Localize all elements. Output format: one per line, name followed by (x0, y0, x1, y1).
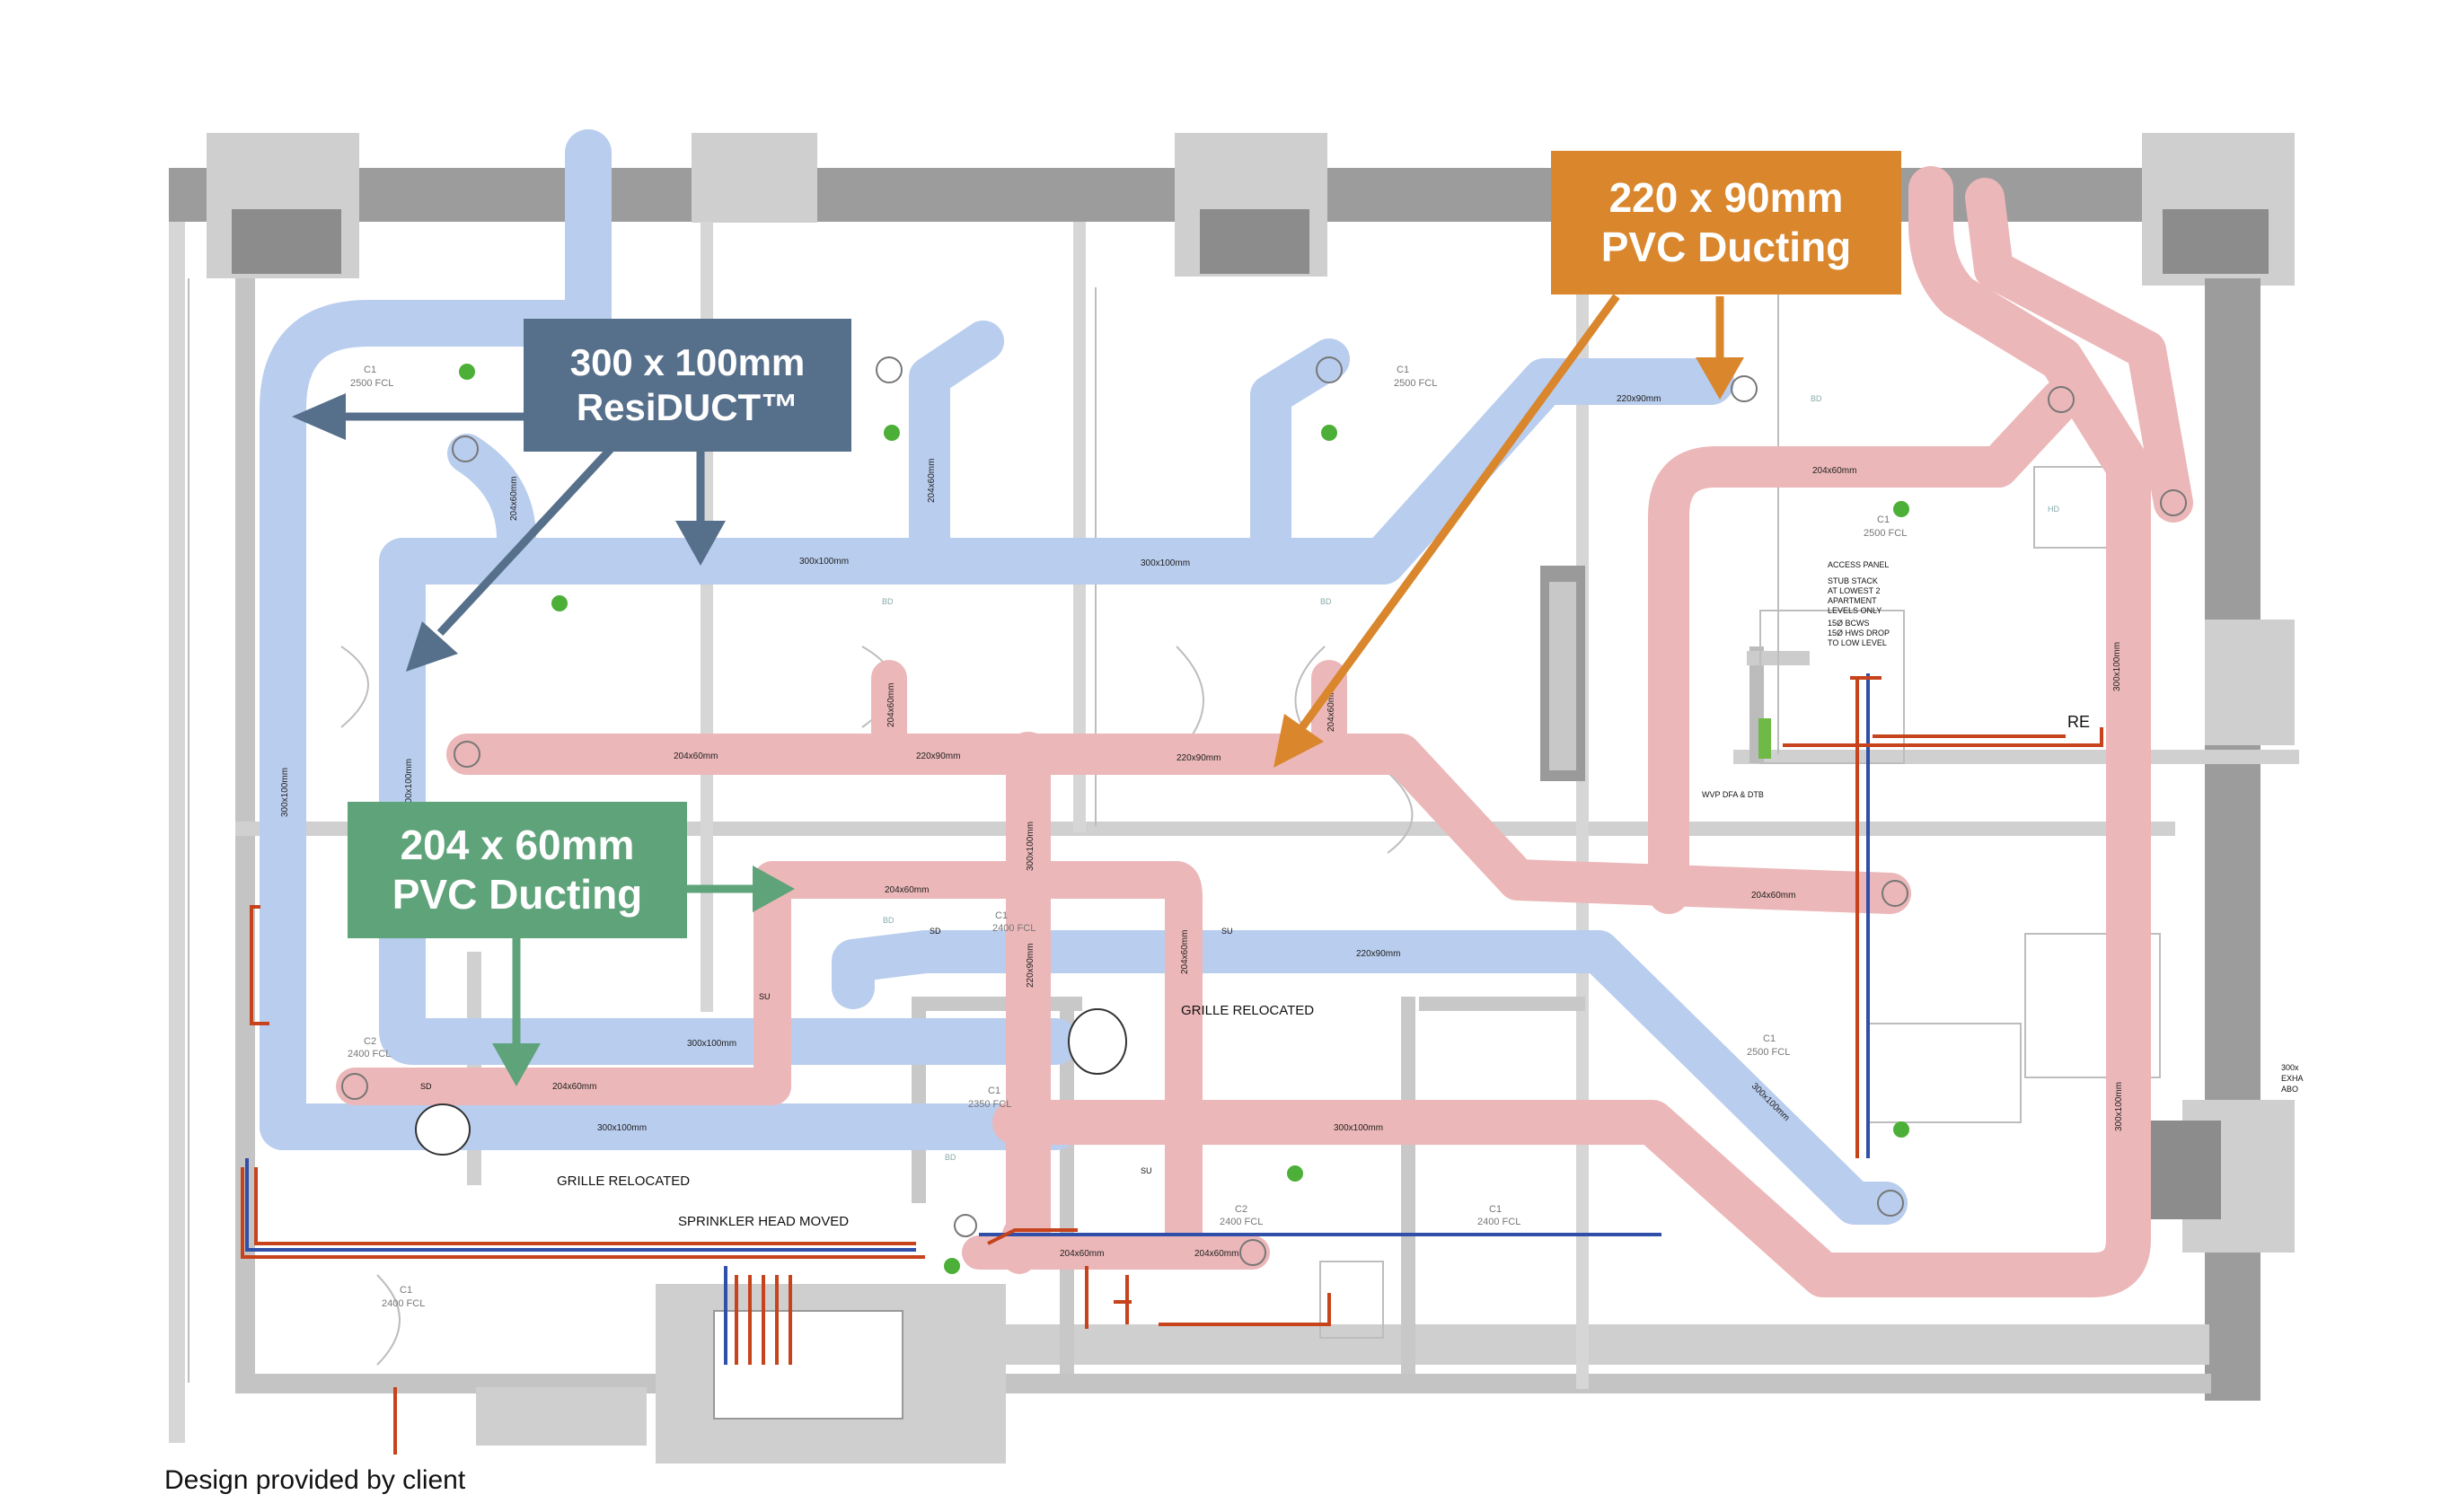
note-stub-line: AT LOWEST 2 (1828, 586, 1881, 595)
duct-label: 300x100mm (404, 759, 414, 808)
note-su: SU (1221, 927, 1233, 936)
revision-clouds (415, 1008, 1127, 1156)
duct-label: 204x60mm (1751, 891, 1795, 901)
duct-label: 300x100mm (1334, 1123, 1383, 1133)
room-tag: C1 (1763, 1033, 1776, 1044)
callout-pvc-220: 220 x 90mm PVC Ducting (1551, 151, 1901, 294)
extract-ducts (336, 166, 2193, 1297)
note-sd: SD (420, 1082, 432, 1091)
room-tag: 2400 FCL (1220, 1217, 1263, 1227)
duct-label: 220x90mm (1356, 949, 1400, 959)
callout-residuct: 300 x 100mm ResiDUCT™ (524, 319, 851, 452)
room-tag: C1 (988, 1086, 1000, 1096)
supply-ducts-300x100 (260, 129, 1908, 1225)
note-exhaust: 300x (2281, 1063, 2299, 1072)
room-tag: C1 (1397, 365, 1409, 375)
duct-label: 204x60mm (1326, 688, 1336, 732)
note-exhaust: ABO (2281, 1085, 2298, 1094)
duct-label: 204x60mm (552, 1082, 596, 1092)
callout-pvc-204-name: PVC Ducting (392, 871, 643, 918)
grille-markers (341, 356, 2187, 1266)
note-stub-line: TO LOW LEVEL (1828, 638, 1887, 647)
room-tag: 2400 FCL (992, 923, 1036, 934)
duct-label: 300x100mm (1026, 822, 1036, 871)
room-tags: C1 2500 FCL C1 2500 FCL C1 2500 FCL C2 2… (348, 365, 1907, 1309)
note-stub-line: LEVELS ONLY (1828, 606, 1882, 615)
duct-label: 300x100mm (1141, 558, 1190, 568)
note-exhaust: EXHA (2281, 1074, 2304, 1083)
callout-pvc-220-size: 220 x 90mm (1608, 173, 1844, 221)
note-stub-line: STUB STACK (1828, 576, 1878, 585)
duct-label: 300x100mm (2112, 642, 2122, 691)
room-tag: 2400 FCL (382, 1298, 425, 1309)
room-tag: 2500 FCL (1864, 528, 1907, 539)
duct-label: 300x100mm (2114, 1082, 2124, 1131)
sensor-dots (459, 364, 1909, 1274)
note-stub-line: 15Ø BCWS (1828, 619, 1870, 628)
note-grille-relocated: GRILLE RELOCATED (1181, 1003, 1314, 1018)
note-su: SU (1141, 1166, 1152, 1175)
duct-label: 204x60mm (886, 683, 896, 727)
room-tag: C1 (400, 1285, 412, 1296)
room-tag: C1 (1489, 1204, 1502, 1215)
room-tag: C1 (364, 365, 376, 375)
callout-pvc-220-name: PVC Ducting (1600, 224, 1852, 270)
building-walls (169, 133, 2299, 1464)
room-tag: 2500 FCL (1394, 378, 1437, 389)
duct-label: 204x60mm (509, 477, 519, 521)
room-tag: C1 (1877, 514, 1890, 525)
callout-residuct-name: ResiDUCT™ (576, 386, 799, 428)
duct-label: 300x100mm (280, 768, 290, 817)
duct-label: 204x60mm (1812, 466, 1856, 476)
callout-arrows-220 (1273, 294, 1744, 768)
note-bd: BD (945, 1153, 956, 1162)
duct-label: 220x90mm (916, 752, 960, 761)
duct-label: 204x60mm (927, 459, 937, 503)
duct-label: 220x90mm (1026, 944, 1036, 988)
note-su: SU (759, 992, 771, 1001)
note-wvp: WVP DFA & DTB (1702, 790, 1764, 799)
note-access-panel: ACCESS PANEL (1828, 560, 1889, 569)
note-bd: BD (1811, 394, 1822, 403)
note-bd: BD (882, 597, 894, 606)
note-stub-line: APARTMENT (1828, 596, 1877, 605)
duct-label: 300x100mm (597, 1123, 647, 1133)
callout-pvc-204-size: 204 x 60mm (400, 821, 635, 868)
note-bd: BD (1320, 597, 1332, 606)
duct-label: 220x90mm (1617, 394, 1661, 404)
note-hd: HD (2048, 505, 2059, 514)
note-bd: BD (883, 916, 895, 925)
room-tag: 2400 FCL (348, 1049, 391, 1059)
duct-label: 204x60mm (1180, 930, 1190, 974)
duct-label: 204x60mm (674, 752, 718, 761)
callout-arrows-204 (492, 866, 795, 1086)
stub-stack-notes: ACCESS PANEL STUB STACK AT LOWEST 2 APAR… (420, 394, 2304, 1175)
duct-label: 204x60mm (1194, 1249, 1238, 1259)
duct-label: 300x100mm (687, 1039, 736, 1049)
room-tag: C2 (1235, 1204, 1247, 1215)
room-tag: 2500 FCL (350, 378, 393, 389)
duct-label: 204x60mm (1060, 1249, 1104, 1259)
note-grille-relocated: GRILLE RELOCATED (557, 1174, 690, 1189)
duct-label: 204x60mm (885, 885, 929, 895)
callout-residuct-size: 300 x 100mm (569, 340, 806, 383)
room-tag: C2 (364, 1036, 376, 1047)
callout-arrows-residuct (292, 393, 726, 672)
room-tag: C1 (995, 910, 1008, 921)
pipework (241, 673, 2103, 1455)
note-sd: SD (930, 927, 941, 936)
footer-credit: Design provided by client (164, 1465, 466, 1495)
stack-riser (1758, 718, 1771, 759)
duct-label: 300x100mm (799, 557, 849, 567)
room-tag: 2400 FCL (1477, 1217, 1520, 1227)
note-re: RE (2067, 713, 2090, 731)
note-sprinkler: SPRINKLER HEAD MOVED (678, 1214, 849, 1229)
plan-notes: GRILLE RELOCATED GRILLE RELOCATED SPRINK… (557, 713, 2090, 1229)
callout-pvc-204: 204 x 60mm PVC Ducting (348, 802, 687, 938)
note-stub-line: 15Ø HWS DROP (1828, 629, 1890, 637)
room-tag: 2350 FCL (968, 1099, 1011, 1110)
duct-label: 220x90mm (1177, 753, 1221, 763)
room-tag: 2500 FCL (1747, 1047, 1790, 1058)
